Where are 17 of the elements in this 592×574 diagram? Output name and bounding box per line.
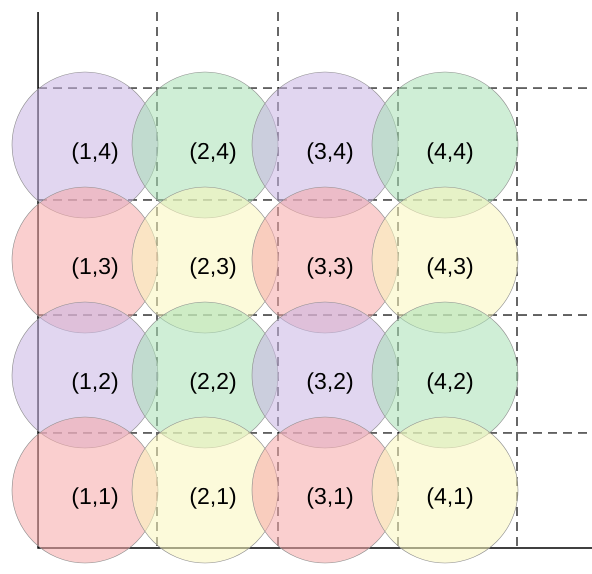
node-label: (2,4) bbox=[190, 142, 236, 164]
node-label: (1,1) bbox=[72, 487, 118, 509]
node-label: (4,2) bbox=[428, 372, 472, 394]
node-label: (1,2) bbox=[72, 372, 118, 394]
node-label: (1,3) bbox=[72, 257, 118, 279]
circle bbox=[372, 416, 518, 564]
node-label: (2,1) bbox=[190, 487, 236, 509]
node-label: (3,4) bbox=[308, 142, 352, 164]
node-label: (3,3) bbox=[308, 257, 352, 279]
node-label: (2,3) bbox=[190, 257, 236, 279]
node-label: (4,3) bbox=[428, 257, 472, 279]
node-label: (2,2) bbox=[190, 372, 236, 394]
node-label: (3,2) bbox=[308, 372, 352, 394]
node-label: (4,4) bbox=[428, 142, 472, 164]
node-label: (1,4) bbox=[72, 142, 118, 164]
node-label: (3,1) bbox=[308, 487, 352, 509]
node-label: (4,1) bbox=[428, 487, 472, 509]
